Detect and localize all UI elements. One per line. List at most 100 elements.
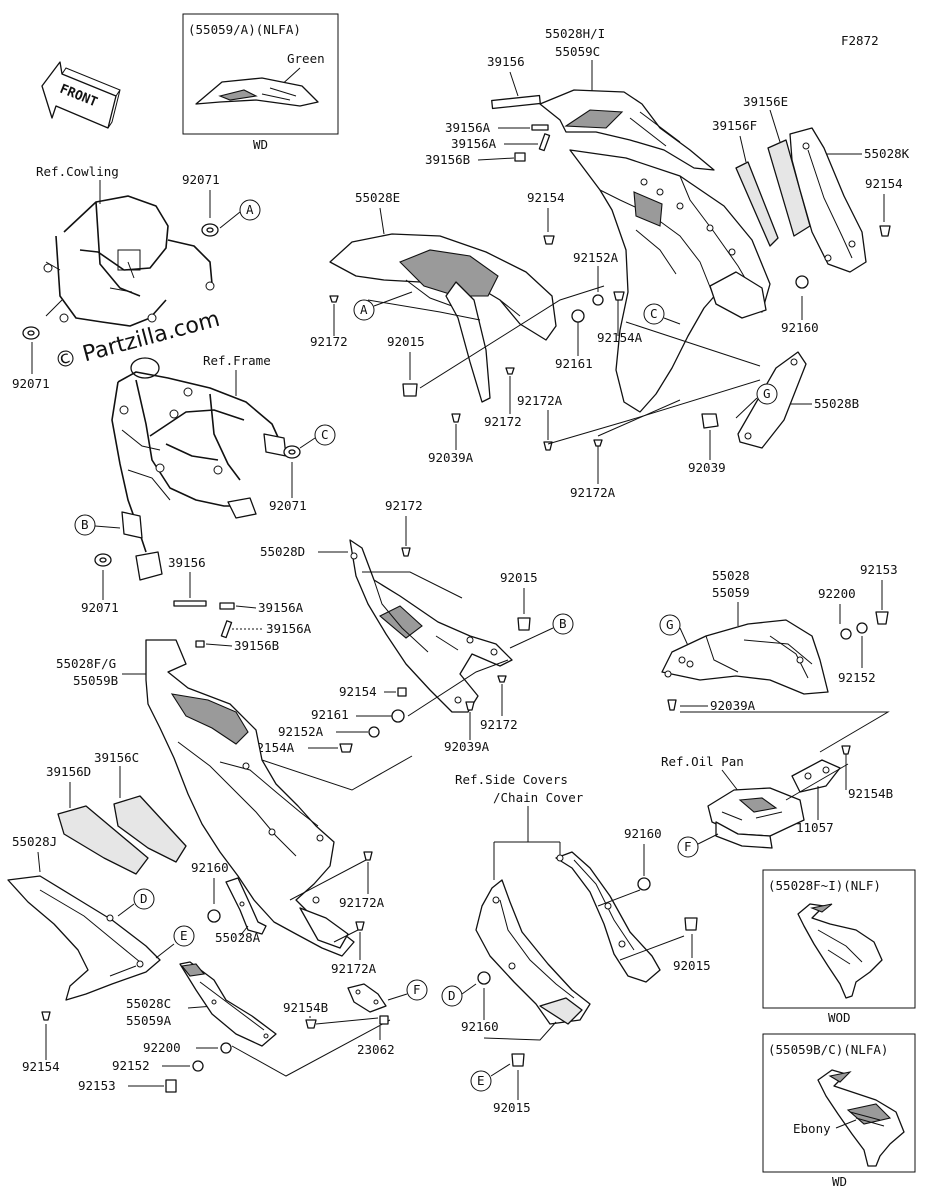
ref-letter-a-2: A xyxy=(360,302,368,317)
label-92015-br: 92015 xyxy=(673,958,711,973)
label-55028: 55028 xyxy=(712,568,750,583)
ref-letter-f-2: F xyxy=(684,839,692,854)
main-frame xyxy=(111,357,287,581)
label-23062: 23062 xyxy=(357,1042,395,1057)
label-39156B-top: 39156B xyxy=(425,152,470,167)
ref-cowling: Ref.Cowling xyxy=(36,164,119,179)
label-92172-mid2: 92172 xyxy=(480,717,518,732)
cowling-stay-frame xyxy=(43,195,215,327)
label-39156B-mid: 39156B xyxy=(234,638,279,653)
ref-side-covers-1: Ref.Side Covers xyxy=(455,772,568,787)
label-55059C: 55059C xyxy=(555,44,600,59)
ref-letter-d-1: D xyxy=(140,891,148,906)
label-92154B-b: 92154B xyxy=(283,1000,328,1015)
label-92172-top1: 92172 xyxy=(310,334,348,349)
label-55028H: 55028H/I xyxy=(545,26,605,41)
label-92172A-b1: 92172A xyxy=(339,895,385,910)
label-92154-bl: 92154 xyxy=(22,1059,60,1074)
label-92172-mid1: 92172 xyxy=(385,498,423,513)
ref-letter-c-2: C xyxy=(650,306,658,321)
label-92039A-top: 92039A xyxy=(428,450,474,465)
label-92154B-r: 92154B xyxy=(848,786,893,801)
label-92160-tr: 92160 xyxy=(781,320,819,335)
label-39156A-4: 39156A xyxy=(266,621,312,636)
label-39156E: 39156E xyxy=(743,94,788,109)
label-92200-bl: 92200 xyxy=(143,1040,181,1055)
label-92154-mid2: 92154 xyxy=(339,684,377,699)
label-11057: 11057 xyxy=(796,820,834,835)
inset-nlfa-ebony: (55059B/C)(NLFA) Ebony WD xyxy=(762,1033,916,1189)
ref-letter-a-1: A xyxy=(246,202,254,217)
ref-letter-g-2: G xyxy=(666,617,674,632)
label-92154A-top: 92154A xyxy=(597,330,643,345)
label-92200-r: 92200 xyxy=(818,586,856,601)
ref-letter-d-2: D xyxy=(448,988,456,1003)
label-92160-bl: 92160 xyxy=(191,860,229,875)
inset-nlf-title: (55028F~I)(NLF) xyxy=(768,878,881,893)
ref-letter-b-1: B xyxy=(81,517,89,532)
inset-nlfa-title: (55059B/C)(NLFA) xyxy=(768,1042,888,1057)
oil-pan xyxy=(707,787,805,849)
ref-letter-b-2: B xyxy=(559,616,567,631)
ref-letter-f-1: F xyxy=(413,982,421,997)
ref-oil-pan: Ref.Oil Pan xyxy=(661,754,744,769)
label-92161-top: 92161 xyxy=(555,356,593,371)
label-55059: 55059 xyxy=(712,585,750,600)
label-55028J: 55028J xyxy=(12,834,57,849)
label-92153-r: 92153 xyxy=(860,562,898,577)
label-92071-3: 92071 xyxy=(269,498,307,513)
label-92039A-mid: 92039A xyxy=(444,739,490,754)
label-39156A-1: 39156A xyxy=(445,120,491,135)
label-92071-2: 92071 xyxy=(12,376,50,391)
inset-nlfa-footer: WD xyxy=(832,1174,847,1189)
label-92152A-top: 92152A xyxy=(573,250,619,265)
ref-letter-g-1: G xyxy=(763,386,771,401)
label-92161-mid: 92161 xyxy=(311,707,349,722)
front-arrow-icon: FRONT xyxy=(41,61,121,129)
label-92152-bl: 92152 xyxy=(112,1058,150,1073)
ref-side-covers-2: /Chain Cover xyxy=(493,790,584,805)
label-55028F: 55028F/G xyxy=(56,656,116,671)
label-92153-bl: 92153 xyxy=(78,1078,116,1093)
ref-letter-e-2: E xyxy=(477,1073,485,1088)
label-92152A-mid: 92152A xyxy=(278,724,324,739)
inset-nlfa-green: (55059/A)(NLFA) Green WD xyxy=(182,13,339,152)
label-39156F: 39156F xyxy=(712,118,757,133)
inset-top-footer: WD xyxy=(253,137,268,152)
label-92071-1: 92071 xyxy=(182,172,220,187)
label-39156C: 39156C xyxy=(94,750,139,765)
figure-code: F2872 xyxy=(841,33,879,48)
label-92154-mid: 92154 xyxy=(527,190,565,205)
ref-frame: Ref.Frame xyxy=(203,353,271,368)
label-92160-bm: 92160 xyxy=(461,1019,499,1034)
inset-top-color: Green xyxy=(287,51,325,66)
inset-nlfa-color: Ebony xyxy=(793,1121,831,1136)
label-92172A-b2: 92172A xyxy=(331,961,377,976)
label-55028B: 55028B xyxy=(814,396,859,411)
inset-top-title: (55059/A)(NLFA) xyxy=(188,22,301,37)
label-92015-bm: 92015 xyxy=(493,1100,531,1115)
label-39156-top: 39156 xyxy=(487,54,525,69)
ref-letter-c-1: C xyxy=(321,427,329,442)
label-55059B: 55059B xyxy=(73,673,118,688)
label-39156A-3: 39156A xyxy=(258,600,304,615)
label-92172-top2: 92172 xyxy=(484,414,522,429)
inset-nlf: (55028F~I)(NLF) WOD xyxy=(762,869,916,1025)
label-39156-mid: 39156 xyxy=(168,555,206,570)
label-55059A: 55059A xyxy=(126,1013,172,1028)
label-55028C: 55028C xyxy=(126,996,171,1011)
ref-letter-e-1: E xyxy=(180,928,188,943)
label-55028D: 55028D xyxy=(260,544,305,559)
label-39156A-2: 39156A xyxy=(451,136,497,151)
label-92071-4: 92071 xyxy=(81,600,119,615)
label-92172A-top1: 92172A xyxy=(517,393,563,408)
label-55028A: 55028A xyxy=(215,930,261,945)
label-92039: 92039 xyxy=(688,460,726,475)
label-92160-br: 92160 xyxy=(624,826,662,841)
label-92154-tr: 92154 xyxy=(865,176,903,191)
label-39156D: 39156D xyxy=(46,764,91,779)
label-92015-mid: 92015 xyxy=(500,570,538,585)
label-92152-r: 92152 xyxy=(838,670,876,685)
label-92015-top: 92015 xyxy=(387,334,425,349)
